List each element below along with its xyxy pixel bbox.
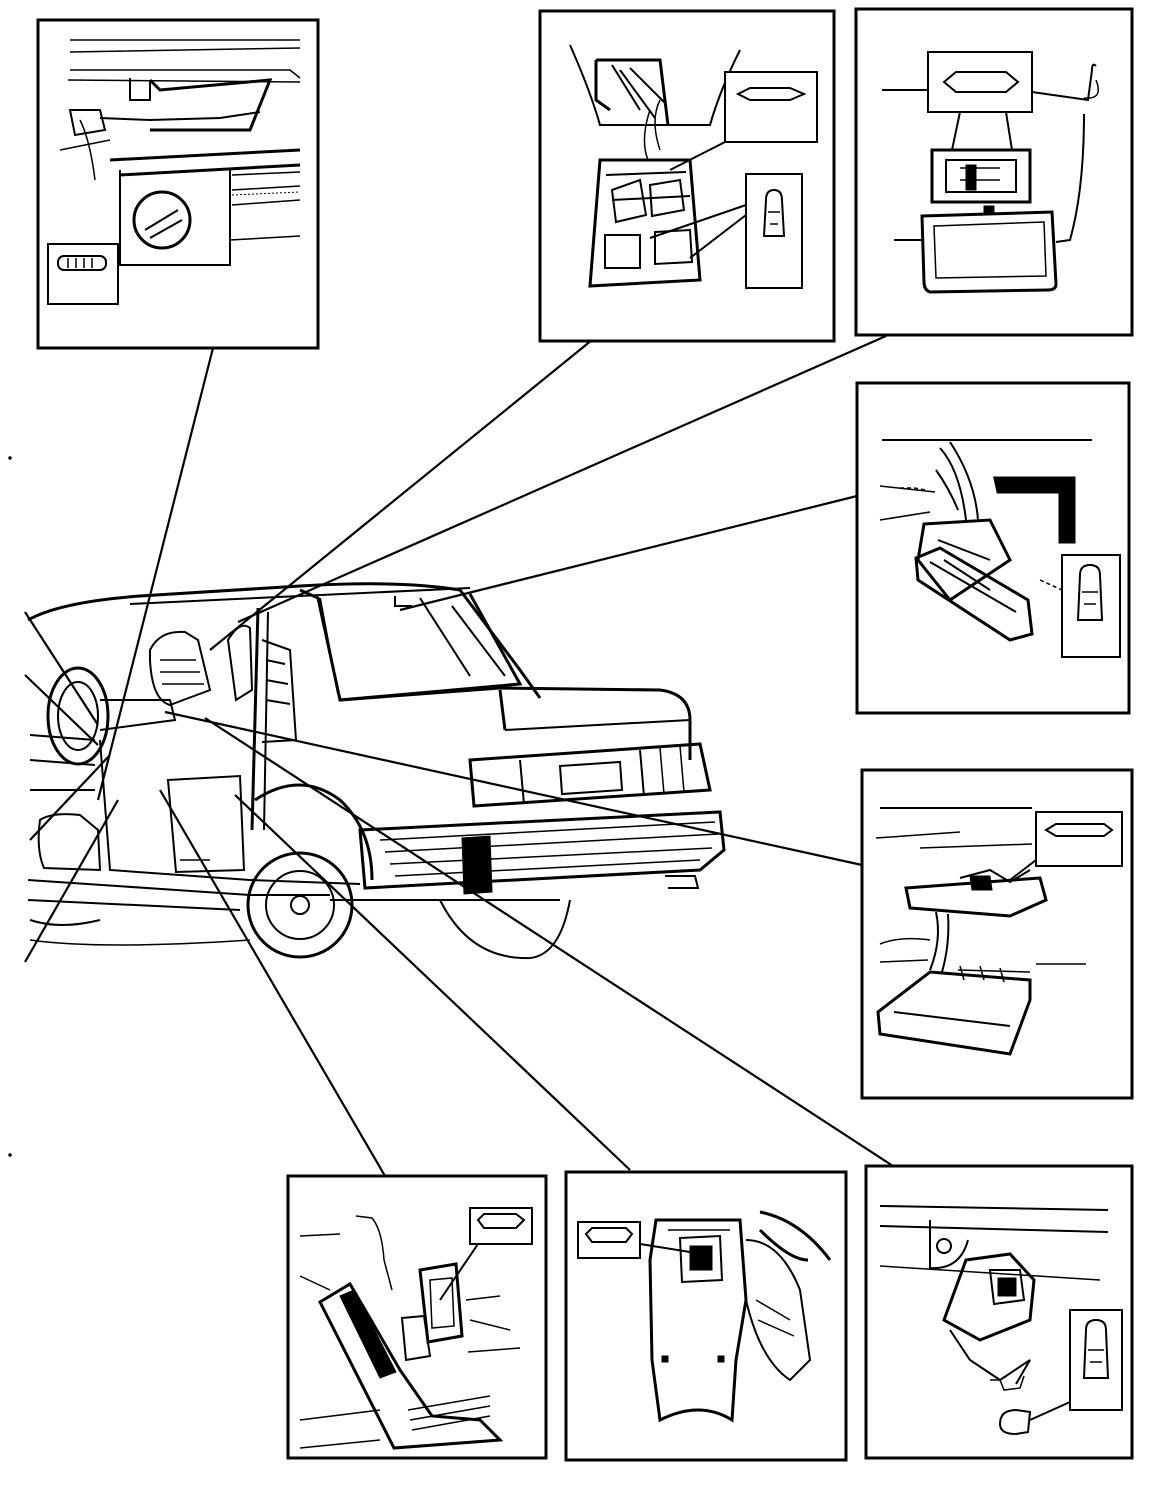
leader-reading-lamp [209, 339, 593, 651]
leader-dashboard [96, 347, 215, 801]
overhead-reading-lamp-panel [538, 9, 836, 343]
car-side-view-icon [27, 582, 726, 960]
leader-dome-lamp [399, 494, 858, 612]
leader-left-3 [29, 754, 111, 841]
leader-vanity-mirror [237, 334, 887, 624]
trunk-lamp-panel [864, 1164, 1134, 1460]
dashboard-switch-panel [36, 18, 320, 350]
stray-dot [8, 456, 12, 460]
door-step-lamp-panel [286, 1174, 548, 1460]
leader-glovebox [164, 710, 863, 867]
leader-console [234, 794, 631, 1171]
leader-trunk [204, 717, 894, 1167]
leader-left-4 [24, 799, 119, 963]
glovebox-lamp-panel [860, 768, 1134, 1100]
vanity-mirror-lamp-panel [854, 7, 1134, 337]
leader-left-2 [24, 674, 99, 746]
leader-lines [24, 334, 894, 1177]
stray-dot [8, 1153, 12, 1157]
center-console-lamp-panel [564, 1170, 848, 1462]
leader-door-step [159, 789, 386, 1177]
interior-dome-lamp-panel [855, 381, 1131, 715]
leader-left-1 [24, 611, 99, 726]
